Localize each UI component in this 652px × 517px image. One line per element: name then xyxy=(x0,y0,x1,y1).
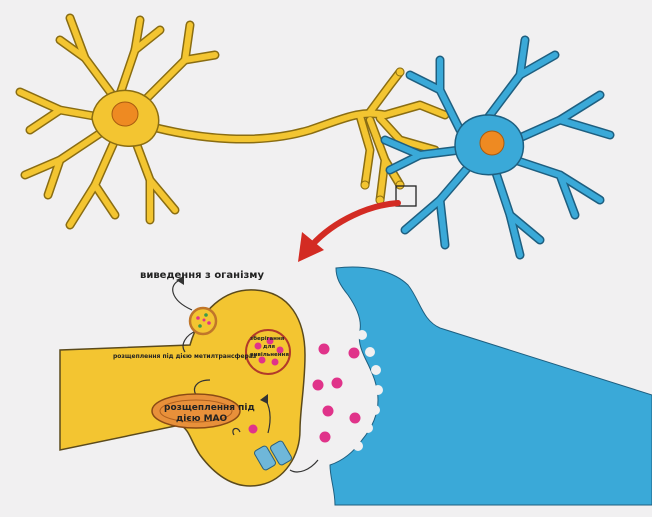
label-mao-line1: розщеплення під xyxy=(164,402,255,413)
vesicle-icon xyxy=(190,308,216,334)
label-storage-line2: для xyxy=(263,344,275,350)
label-mao-line2: дією МАО xyxy=(176,413,227,424)
label-excretion: виведення з оганізму xyxy=(140,270,264,281)
zoom-arrow-icon xyxy=(298,203,398,262)
label-storage-line3: вивільнення xyxy=(250,352,289,358)
label-storage-line1: зберігання xyxy=(250,335,285,342)
yellow-neuron xyxy=(20,18,445,225)
label-mat-breakdown: розщеплення під дією метилтрансфераз xyxy=(113,353,257,360)
